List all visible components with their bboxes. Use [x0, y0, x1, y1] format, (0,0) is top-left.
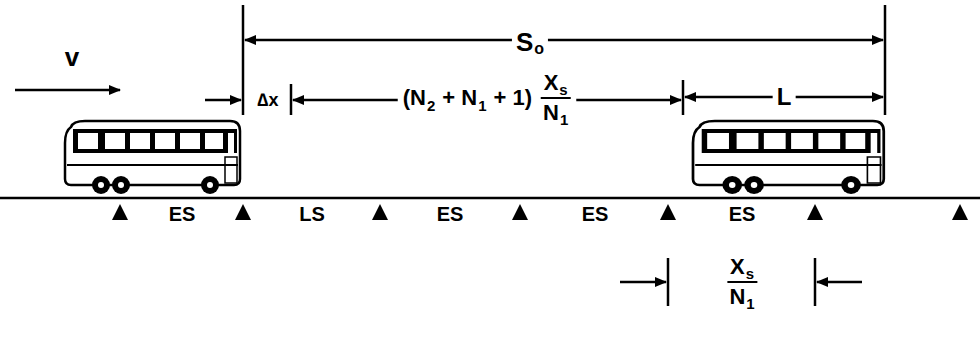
spacing-label: ES: [729, 203, 756, 225]
subscript: 1: [560, 112, 568, 127]
numerator: Xs: [541, 72, 571, 99]
stop-marker: [952, 204, 968, 220]
spacing-label: ES: [437, 203, 464, 225]
dimension-expression: XsN1: [726, 256, 757, 308]
velocity-arrow: [15, 89, 120, 92]
bus-figure: [693, 121, 884, 194]
spacing-label: ES: [582, 203, 609, 225]
symbol: N: [729, 286, 745, 308]
stop-marker: [660, 204, 676, 220]
extension-line: [242, 5, 245, 115]
spacing-label-box: ES: [169, 204, 196, 224]
extension-line: [884, 5, 887, 115]
dimension-label: S: [516, 29, 533, 55]
numerator: Xs: [727, 256, 757, 283]
road-line: [0, 197, 980, 200]
spacing-label: ES: [169, 203, 196, 225]
velocity-label-box: v: [65, 44, 79, 70]
bus-figure: [65, 121, 240, 194]
spacing-label-box: ES: [437, 204, 464, 224]
extension-line: [814, 258, 817, 306]
stop-marker: [112, 204, 128, 220]
stop-marker: [807, 204, 823, 220]
denominator: N1: [726, 283, 757, 308]
denominator: N1: [540, 99, 571, 124]
symbol: N: [543, 102, 559, 124]
stop-marker: [512, 204, 528, 220]
subscript: s: [559, 82, 567, 97]
extension-line: [682, 80, 685, 115]
extension-line: [667, 258, 670, 306]
dimension-label-box: So: [512, 28, 548, 56]
subscript: o: [534, 41, 544, 57]
dimension-label-box: ∆x: [257, 91, 278, 109]
symbol: X: [730, 256, 745, 278]
symbol: + 1): [494, 87, 533, 109]
fraction: XsN1: [540, 72, 571, 124]
symbol: (N: [403, 87, 426, 109]
subscript: 2: [427, 98, 435, 113]
dimension-label: ∆x: [257, 90, 278, 110]
spacing-label-box: ES: [582, 204, 609, 224]
dimension-arrow: [293, 99, 398, 102]
velocity-label: v: [65, 42, 79, 72]
subscript: s: [746, 266, 754, 281]
stop-marker: [235, 204, 251, 220]
fraction: XsN1: [726, 256, 757, 308]
spacing-label: LS: [299, 203, 325, 225]
dimension-expression: (N2+ N1+ 1)XsN1: [403, 72, 572, 124]
spacing-label-box: ES: [729, 204, 756, 224]
subscript: 1: [746, 296, 754, 311]
extension-line: [290, 84, 293, 115]
dimension-arrow: [205, 99, 241, 102]
dimension-arrow: [620, 281, 666, 284]
dimension-line: [245, 39, 883, 42]
subscript: 1: [478, 98, 486, 113]
symbol: + N: [442, 87, 477, 109]
spacing-label-box: LS: [299, 204, 325, 224]
dimension-label-box: L: [773, 84, 796, 110]
dimension-label: L: [777, 83, 792, 110]
dimension-arrow: [576, 99, 681, 102]
stop-marker: [372, 204, 388, 220]
symbol: X: [544, 72, 559, 94]
dimension-arrow: [817, 281, 862, 284]
